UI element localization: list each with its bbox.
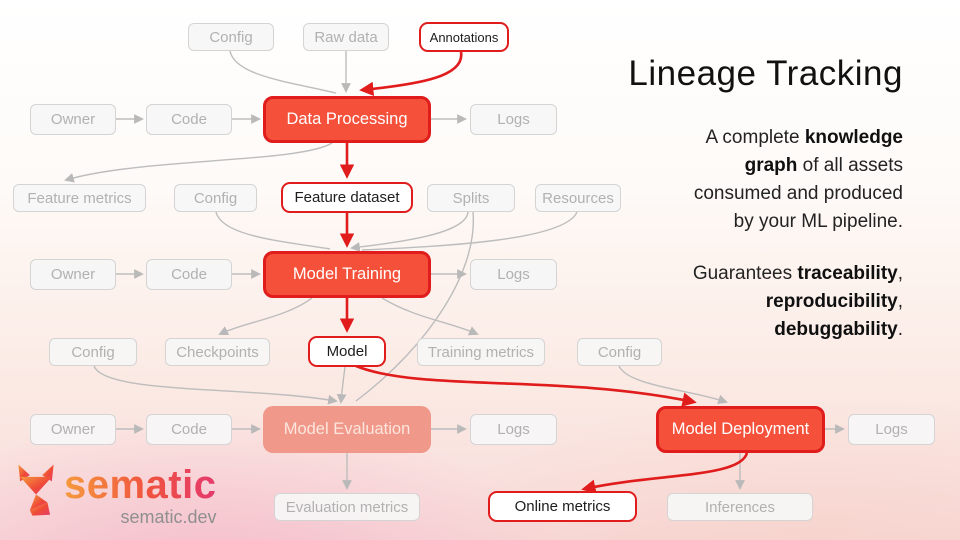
node-model-training: Model Training xyxy=(263,251,431,298)
edge-config1-to-data-processing xyxy=(229,50,337,94)
edge-model-training-to-checkpoints xyxy=(218,297,313,336)
node-raw-data: Raw data xyxy=(303,23,389,51)
node-config-2: Config xyxy=(174,184,257,212)
node-logs-4: Logs xyxy=(848,414,935,445)
node-config-1: Config xyxy=(188,23,274,51)
node-inferences: Inferences xyxy=(667,493,813,521)
text-segment-bold: knowledge xyxy=(804,127,903,148)
sematic-fox-icon xyxy=(18,464,54,516)
text-segment: of all assets xyxy=(797,155,903,176)
node-training-metrics: Training metrics xyxy=(417,338,545,366)
node-feature-dataset: Feature dataset xyxy=(281,182,413,213)
node-config-3: Config xyxy=(49,338,137,366)
text-segment: , xyxy=(897,291,903,312)
node-online-metrics: Online metrics xyxy=(488,491,637,522)
text-segment: , xyxy=(897,263,903,284)
info-panel: Lineage Tracking A complete knowledge gr… xyxy=(583,54,903,368)
node-config-4: Config xyxy=(577,338,662,366)
node-code-3: Code xyxy=(146,414,232,445)
node-logs-3: Logs xyxy=(470,414,557,445)
text-segment: by your ML pipeline. xyxy=(733,211,903,232)
text-segment-bold: graph xyxy=(744,155,798,176)
node-checkpoints: Checkpoints xyxy=(165,338,270,366)
node-resources: Resources xyxy=(535,184,621,212)
edge-data-processing-to-feature-metrics xyxy=(64,142,333,183)
node-model-deployment: Model Deployment xyxy=(656,406,825,453)
text-segment-bold: traceability xyxy=(797,263,898,284)
text-segment: consumed and produced xyxy=(693,183,903,204)
node-model-evaluation: Model Evaluation xyxy=(263,406,431,453)
gray-edges xyxy=(64,50,845,490)
node-code-1: Code xyxy=(146,104,232,135)
text-segment: . xyxy=(897,319,903,340)
brand-name: sematic xyxy=(64,463,217,507)
edge-annotations-to-data-processing xyxy=(359,51,463,96)
node-owner-3: Owner xyxy=(30,414,116,445)
node-owner-2: Owner xyxy=(30,259,116,290)
description-paragraph: A complete knowledge graph of all assets… xyxy=(583,124,903,236)
text-segment-bold: debuggability xyxy=(774,319,898,340)
text-segment: A complete xyxy=(705,127,805,148)
edge-model-to-model-deployment xyxy=(355,364,697,407)
text-segment: Guarantees xyxy=(692,263,798,284)
node-splits: Splits xyxy=(427,184,515,212)
edge-config3-to-model-evaluation xyxy=(93,365,338,405)
node-owner-1: Owner xyxy=(30,104,116,135)
edge-splits-to-model-training xyxy=(350,211,469,252)
edge-model-to-model-evaluation xyxy=(336,366,347,404)
node-data-processing: Data Processing xyxy=(263,96,431,143)
edge-model-deployment-to-online-metrics xyxy=(581,452,749,494)
edge-splits-to-model-evaluation xyxy=(355,211,475,402)
brand-domain: sematic.dev xyxy=(120,507,217,527)
node-feature-metrics: Feature metrics xyxy=(13,184,146,212)
logo-text: sematic sematic.dev xyxy=(64,464,216,527)
edge-resources-to-model-training xyxy=(361,211,578,251)
text-segment-bold: reproducibility xyxy=(765,291,898,312)
node-logs-2: Logs xyxy=(470,259,557,290)
node-annotations: Annotations xyxy=(419,22,509,52)
red-lineage-edges xyxy=(339,51,749,494)
edge-config4-to-model-deployment xyxy=(618,365,728,405)
node-code-2: Code xyxy=(146,259,232,290)
guarantees-paragraph: Guarantees traceability, reproducibility… xyxy=(583,260,903,344)
node-logs-1: Logs xyxy=(470,104,557,135)
edge-model-training-to-training-metrics xyxy=(381,297,479,336)
sematic-logo: sematic sematic.dev xyxy=(14,464,216,527)
page-title: Lineage Tracking xyxy=(628,54,903,93)
edge-config2-to-model-training xyxy=(215,211,331,250)
node-evaluation-metrics: Evaluation metrics xyxy=(274,493,420,521)
node-model: Model xyxy=(308,336,386,367)
